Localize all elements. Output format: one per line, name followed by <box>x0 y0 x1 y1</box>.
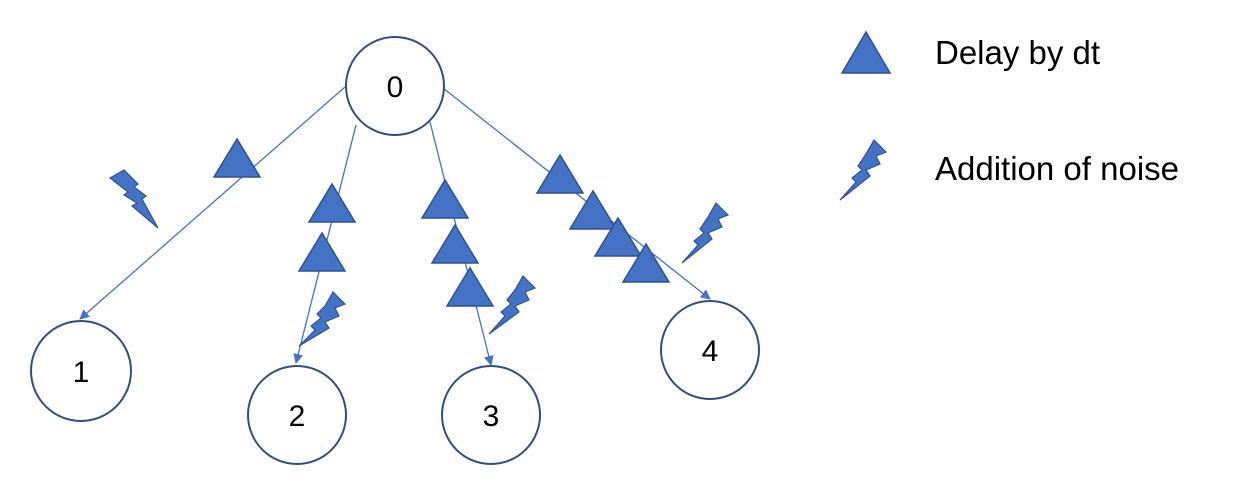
delay-triangle-icon <box>297 231 347 272</box>
delay-triangle-icon <box>430 223 480 264</box>
noise-lightning-icon <box>488 275 537 335</box>
node-3: 3 <box>441 365 541 465</box>
noise-lightning-icon <box>298 291 347 347</box>
delay-triangle-icon <box>593 216 643 257</box>
delay-triangle-icon <box>212 137 262 178</box>
legend-delay-triangle-icon <box>840 30 892 74</box>
delay-triangle-icon <box>307 182 357 223</box>
svg-text:4: 4 <box>702 335 719 368</box>
delay-triangle-icon <box>568 189 618 230</box>
svg-text:1: 1 <box>73 356 90 389</box>
delay-triangle-icon <box>535 153 585 194</box>
node-4: 4 <box>660 300 760 400</box>
edge-0-1 <box>79 86 346 320</box>
delay-triangle-icon <box>445 266 495 307</box>
node-1: 1 <box>30 320 132 422</box>
legend-noise-lightning-icon <box>839 139 888 201</box>
node-2: 2 <box>247 365 347 465</box>
legend-noise-label: Addition of noise <box>935 150 1180 187</box>
noise-lightning-icon <box>681 202 730 264</box>
delay-triangle-icon <box>420 178 470 219</box>
node-0: 0 <box>345 36 445 136</box>
noise-lightning-icon <box>108 169 159 229</box>
svg-text:3: 3 <box>483 400 500 433</box>
delay-triangle-icon <box>621 242 671 283</box>
legend-delay-label: Delay by dt <box>935 34 1101 71</box>
svg-text:0: 0 <box>387 71 404 104</box>
svg-text:2: 2 <box>289 400 306 433</box>
